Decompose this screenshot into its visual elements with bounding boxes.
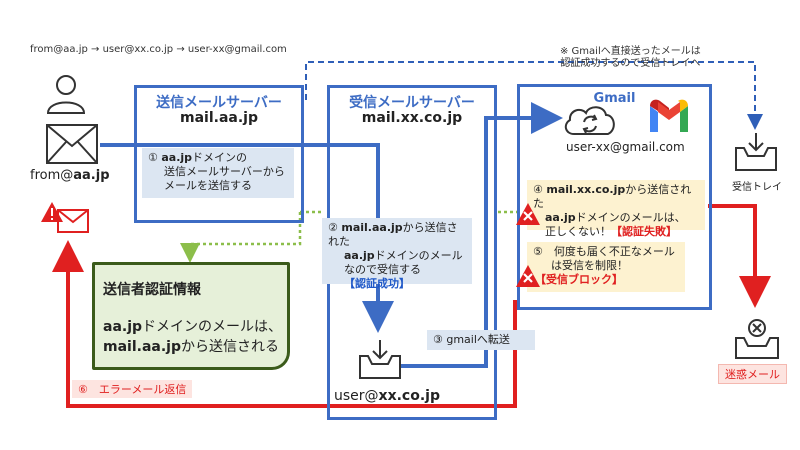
auth-info-title: 送信者認証情報: [103, 282, 201, 298]
step2-host: mail.aa.jp: [341, 221, 403, 234]
error-envelope-icon: [41, 202, 89, 233]
step1-line2: 送信メールサーバーから: [164, 165, 285, 178]
step1-note: ① aa.jpドメインの 送信メールサーバーから メールを送信する: [142, 148, 294, 198]
step2-line2: ドメインのメール: [374, 249, 463, 262]
step4-domain: aa.jp: [545, 211, 576, 224]
auth-info-domain: aa.jp: [103, 319, 143, 335]
warning-x-icon: [516, 203, 540, 225]
step4-line2: ドメインのメールは、: [575, 211, 686, 224]
direct-gmail-route-line: [305, 61, 763, 130]
recipient-address: user@xx.co.jp: [334, 388, 440, 404]
auth-check-line: [180, 212, 302, 263]
step5-result: 【受信ブロック】: [535, 273, 623, 286]
step2-note: ② mail.aa.jpから送信された aa.jpドメインのメール なので受信す…: [322, 218, 472, 290]
recipient-prefix: user@: [334, 388, 379, 404]
step1-line1: ドメインの: [192, 151, 248, 164]
step2-domain: aa.jp: [344, 249, 375, 262]
sender-auth-info: 送信者認証情報 aa.jpドメインのメールは、 mail.aa.jpから送信され…: [92, 262, 290, 370]
gmail-direct-note: ※ Gmailへ直接送ったメールは 認証成功するので受信トレイへ: [560, 46, 701, 70]
recv-server-title: 受信メールサーバー: [349, 95, 475, 111]
cloud-sync-icon: [564, 106, 615, 135]
auth-info-body: aa.jpドメインのメールは、 mail.aa.jpから送信される: [103, 317, 282, 357]
step4-result: 【認証失敗】: [611, 225, 677, 238]
step4-line1: から送信された: [533, 183, 692, 210]
envelope-icon: [46, 124, 98, 164]
gmail-direct-note-line2: 認証成功するので受信トレイへ: [560, 58, 701, 69]
recv-server-host: mail.xx.co.jp: [361, 110, 463, 126]
person-icon: [46, 75, 86, 114]
sender-address: from@aa.jp: [30, 168, 110, 183]
step2-result: 【認証成功】: [344, 277, 410, 290]
step5-number: ⑤: [533, 245, 543, 258]
step1-line3: メールを送信する: [164, 179, 252, 192]
warning-x-icon: [516, 265, 540, 287]
auth-info-line1: ドメインのメールは、: [142, 319, 283, 335]
recipient-domain: xx.co.jp: [378, 388, 440, 404]
step4-host: mail.xx.co.jp: [546, 183, 626, 196]
spam-tray-icon: [735, 319, 779, 359]
step4-line3: 正しくない！: [545, 225, 611, 238]
send-server-host: mail.aa.jp: [180, 110, 258, 126]
gmail-inbox-icon: [735, 133, 777, 171]
auth-info-host: mail.aa.jp: [103, 339, 181, 355]
inbox-label: 受信トレイ: [732, 182, 782, 193]
send-server-title: 送信メールサーバー: [156, 95, 282, 111]
send-mail-server: 送信メールサーバー mail.aa.jp: [134, 85, 304, 223]
step4-note: ④ mail.xx.co.jpから送信された aa.jpドメインのメールは、 正…: [527, 180, 705, 238]
step2-line3: なので受信する: [344, 263, 421, 276]
sender-prefix: from@: [30, 168, 74, 183]
receive-mail-server: 受信メールサーバー mail.xx.co.jp: [327, 85, 497, 420]
step4-number: ④: [533, 183, 543, 196]
mail-path-label: from@aa.jp → user@xx.co.jp → user-xx@gma…: [30, 44, 287, 55]
inbox-tray-icon: [359, 340, 401, 379]
step5-line1: 何度も届く不正なメール: [553, 245, 675, 258]
sender-domain: aa.jp: [73, 168, 110, 183]
gmail-title: Gmail: [593, 91, 636, 106]
gmail-account: user-xx@gmail.com: [566, 140, 685, 154]
gmail-logo-icon: [650, 99, 688, 132]
step5-note: ⑤ 何度も届く不正なメール は受信を制限！ 【受信ブロック】: [527, 242, 685, 292]
step1-number: ①: [148, 151, 158, 164]
spam-label: 迷惑メール: [718, 364, 787, 384]
gmail-direct-note-line1: ※ Gmailへ直接送ったメールは: [560, 46, 701, 57]
step5-line2: は受信を制限！: [551, 259, 628, 272]
forward-route-line: [400, 102, 563, 368]
gmail-box: Gmail: [517, 84, 712, 310]
error-reply-line: [52, 240, 517, 408]
step6-label: ⑥ エラーメール返信: [72, 380, 193, 398]
auth-info-line2: から送信される: [180, 339, 279, 355]
step2-line1: から送信された: [328, 221, 458, 248]
spam-route-line: [708, 204, 771, 308]
step3-note: ③ gmailへ転送: [427, 330, 535, 350]
step1-domain: aa.jp: [161, 151, 193, 164]
step2-number: ②: [328, 221, 338, 234]
